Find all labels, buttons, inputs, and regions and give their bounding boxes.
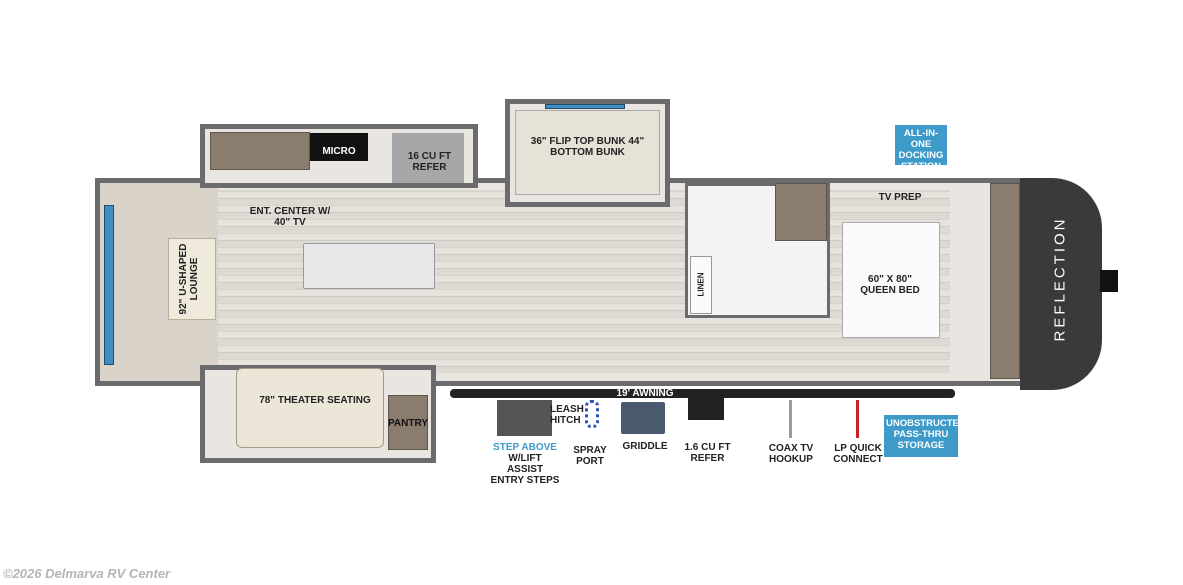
queen-bed bbox=[842, 222, 940, 338]
spray-port-label: SPRAY PORT bbox=[573, 445, 607, 467]
theater-seating bbox=[236, 368, 384, 448]
window bbox=[104, 205, 114, 365]
griddle-label: GRIDDLE bbox=[622, 441, 668, 452]
awning-bar bbox=[450, 389, 955, 398]
refrigerator bbox=[392, 133, 464, 183]
leash-hitch-label: LEASH HITCH bbox=[550, 404, 584, 426]
microwave bbox=[310, 133, 368, 161]
linen-label: LINEN bbox=[696, 272, 706, 297]
hitch bbox=[1100, 270, 1118, 292]
micro-label: MICRO bbox=[322, 146, 356, 157]
bunk-label: 36" FLIP TOP BUNK 44" BOTTOM BUNK bbox=[530, 136, 645, 158]
kitchen-island bbox=[303, 243, 435, 289]
awning-label: 19' AWNING bbox=[616, 388, 674, 399]
refer-label: 16 CU FT REFER bbox=[407, 151, 452, 173]
lounge-label: 92" U-SHAPED LOUNGE bbox=[178, 243, 200, 315]
spray-hose-icon bbox=[585, 400, 599, 428]
linen-closet bbox=[690, 256, 712, 314]
storage-callout: UNOBSTRUCTED PASS-THRU STORAGE bbox=[884, 415, 966, 457]
lp-label: LP QUICK CONNECT bbox=[833, 443, 883, 465]
outdoor-refer-icon bbox=[688, 398, 724, 420]
bed-label: 60" x 80" QUEEN BED bbox=[860, 274, 920, 296]
tv-prep-label: TV PREP bbox=[878, 192, 922, 203]
docking-station-callout: ALL-IN-ONE DOCKING STATION bbox=[895, 125, 947, 172]
copyright: ©2026 Delmarva RV Center bbox=[3, 566, 171, 581]
lift-assist-label: w/LIFT ASSIST ENTRY STEPS bbox=[490, 453, 560, 486]
window bbox=[545, 104, 625, 109]
front-cap bbox=[1020, 178, 1102, 390]
wardrobe bbox=[775, 183, 827, 241]
bunk-bed bbox=[515, 110, 660, 195]
lounge-cushion bbox=[168, 238, 216, 320]
pantry bbox=[388, 395, 428, 450]
brand-logo: REFLECTION bbox=[1051, 216, 1069, 342]
step-above-label: STEP ABOVE bbox=[493, 442, 557, 453]
coax-label: COAX TV HOOKUP bbox=[768, 443, 814, 465]
bedroom-cabinets bbox=[990, 183, 1020, 379]
outdoor-refer-label: 1.6 CU FT REFER bbox=[684, 442, 731, 464]
ent-center-label: ENT. CENTER w/ 40" TV bbox=[249, 206, 331, 228]
theater-label: 78" THEATER SEATING bbox=[259, 395, 371, 406]
entry-steps bbox=[497, 400, 552, 436]
pantry-label: PANTRY bbox=[388, 418, 428, 429]
coax-cable-icon bbox=[789, 400, 792, 438]
lp-hose-icon bbox=[856, 400, 859, 438]
griddle-icon bbox=[621, 402, 665, 434]
counter bbox=[210, 132, 310, 170]
